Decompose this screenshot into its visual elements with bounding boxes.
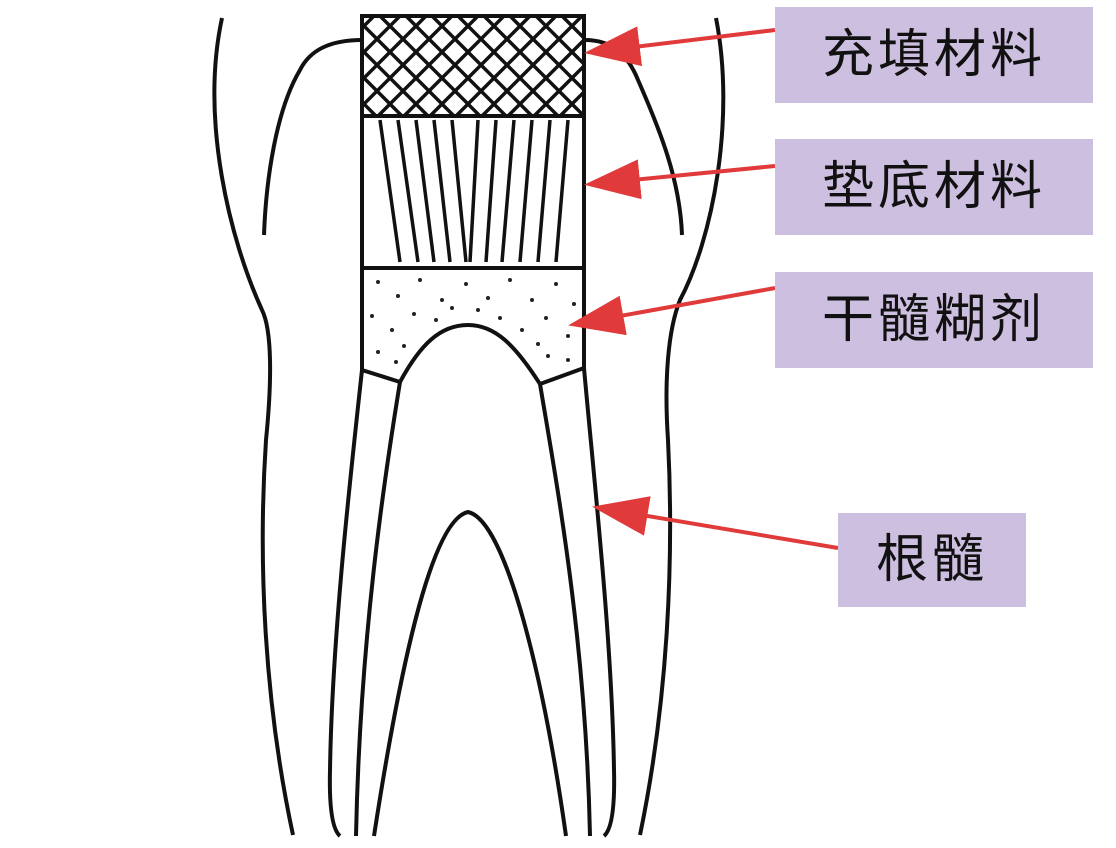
root-pulp-left: [354, 381, 402, 837]
tooth-outer-outline: [212, 17, 295, 836]
arrow-base-material: [584, 159, 776, 200]
chamber-wall-right: [584, 38, 684, 236]
chamber-wall-left: [262, 38, 363, 236]
base-material-region: [360, 114, 586, 270]
arrow-pulp-dressing-paste: [568, 286, 776, 336]
root-canal-outer-left: [327, 369, 364, 838]
label-root-pulp: 根髓: [838, 513, 1026, 607]
root-furcation: [372, 509, 568, 837]
arrow-root-pulp: [592, 496, 839, 550]
arrow-filling-material: [584, 26, 776, 67]
tooth-outer-outline-right: [638, 17, 726, 836]
root-canal-outer-right: [582, 367, 617, 838]
filling-material-region: [360, 14, 586, 118]
root-pulp-right: [538, 383, 592, 837]
label-pulp-dressing-paste: 干髓糊剂: [775, 272, 1093, 368]
label-base-material: 垫底材料: [775, 139, 1093, 235]
pulp-dressing-paste-region: [360, 266, 586, 387]
label-filling-material: 充填材料: [775, 7, 1093, 103]
